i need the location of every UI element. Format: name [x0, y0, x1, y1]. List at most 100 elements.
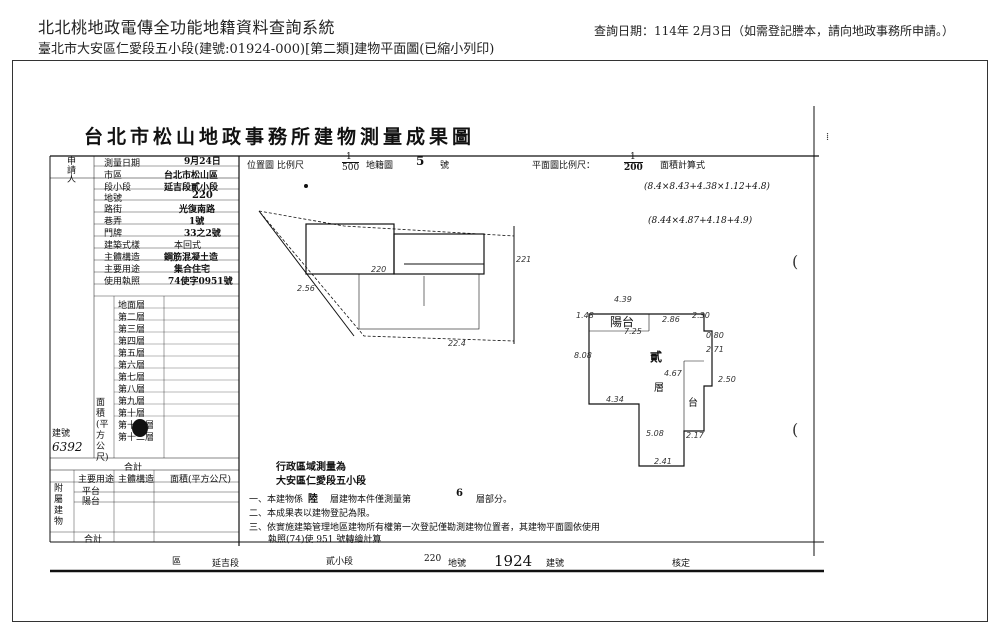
building-type-val: 本回式 — [174, 241, 202, 251]
floor-row: 第十二層 — [118, 433, 155, 443]
structure-label: 主體構造 — [104, 253, 141, 263]
lot-label: 地號 — [104, 194, 123, 204]
survey-date-val: 9月24日 — [184, 157, 221, 167]
plan-dim-4: 2.86 — [662, 315, 680, 324]
plan-dim-3: 7.25 — [624, 327, 642, 336]
plan-right-label: 台 — [688, 396, 698, 409]
plan-scale-den: 200 — [624, 162, 643, 173]
note-1b: 層建物本件僅測量第 — [330, 495, 412, 505]
floor-row: 地面層 — [118, 301, 146, 311]
floor-row: 第七層 — [118, 373, 146, 383]
plan-dim-8: 5.08 — [646, 429, 664, 438]
plan-balcony-label: 陽台 — [610, 314, 634, 329]
building-type-label: 建築式樣 — [104, 241, 141, 251]
main-use-val: 集合住宅 — [174, 265, 211, 275]
plan-dim-9: 2.41 — [654, 457, 672, 466]
site-dim-4: 2.56 — [297, 284, 315, 293]
plan-dim-11: 4.67 — [664, 369, 683, 378]
plan-dim-12: 2.71 — [706, 345, 724, 354]
scan-mark-icon: ⁞ — [826, 130, 830, 143]
query-date: 查詢日期：114年 2月3日（如需登記謄本，請向地政事務所申請。） — [594, 24, 954, 38]
floor-plan — [588, 313, 713, 467]
floor-row: 第十層 — [118, 409, 146, 419]
survey-office-2: 大安區仁愛段五小段 — [276, 476, 366, 487]
district-val: 台北市松山區 — [164, 171, 219, 181]
calc-line-2: (8.44×4.87+4.18+4.9) — [648, 216, 753, 226]
footer-lot-no: 220 — [424, 554, 442, 564]
footer-section: 延吉段 — [212, 559, 240, 569]
floor-row: 第三層 — [118, 325, 146, 335]
scan-title: 台北市松山地政事務所建物測量成果圖 — [84, 126, 476, 148]
note-4: 執照(74)使 951 號轉繪計算 — [268, 535, 382, 545]
area-box-label: 面積(平方公尺) — [96, 398, 109, 463]
plan-dim-7: 4.34 — [606, 395, 624, 404]
road-label: 路街 — [104, 205, 123, 215]
survey-office-1: 行政區域測量為 — [276, 462, 346, 473]
attached-col-2: 主體構造 — [118, 475, 155, 485]
district-label: 市區 — [104, 171, 123, 181]
sheet-suffix: 號 — [440, 161, 450, 171]
footer-bldg-no: 1924 — [494, 552, 533, 570]
plan-dim-14: 2.50 — [718, 375, 736, 384]
floor-row: 第八層 — [118, 385, 146, 395]
plan-floor-label: 貳 — [650, 349, 662, 364]
scan-mark-icon: ( — [792, 420, 799, 439]
survey-plan-drawing: 220 221 22.4 2.56 陽台 貳 層 台 4.39 1.48 7.2… — [49, 106, 824, 573]
floor-row: 第十一層 — [118, 421, 155, 431]
calc-line-1: (8.4×8.43+4.38×1.12+4.8) — [644, 182, 770, 192]
permit-label: 使用執照 — [104, 277, 141, 287]
ink-blot — [132, 419, 148, 437]
note-1c: 層部分。 — [476, 495, 513, 505]
footer-bldg-label: 建號 — [546, 559, 565, 569]
sheet-label: 地籍圖 — [366, 161, 394, 171]
scale-num: 1 — [346, 152, 352, 162]
area-calc-label: 面積計算式 — [660, 161, 706, 171]
door-label: 門牌 — [104, 229, 123, 239]
scan-mark-icon: ( — [792, 252, 799, 271]
plan-dim-6: 8.08 — [574, 351, 592, 360]
note-floor-b: 6 — [456, 488, 463, 499]
applicant-label: 申請人 — [65, 156, 75, 183]
site-plan — [257, 184, 515, 344]
attached-col-3: 面積(平方公尺) — [170, 475, 232, 485]
footer-district: 區 — [172, 557, 182, 567]
note-1a: 一、本建物係 — [249, 495, 304, 505]
permit-val: 74使字0951號 — [168, 277, 233, 287]
plan-scale-num: 1 — [630, 152, 636, 162]
site-dim-3: 22.4 — [448, 339, 466, 348]
structure-val: 鋼筋混凝土造 — [164, 253, 219, 263]
scale-den: 500 — [342, 162, 360, 173]
floor-row: 第四層 — [118, 337, 146, 347]
plan-room-label: 層 — [654, 382, 664, 394]
note-2: 二、本成果表以建物登記為限。 — [249, 509, 376, 519]
sheet-no: 5 — [416, 154, 425, 168]
note-3: 三、依實施建築管理地區建物所有權第一次登記僅勘測建物位置者，其建物平面圖依使用 — [249, 523, 601, 533]
plan-dim-13: 0.80 — [706, 331, 724, 340]
header-subtitle: 臺北市大安區仁愛段五小段(建號:01924-000)[第二類]建物平面圖(已縮小… — [38, 42, 495, 57]
left-table-grid — [50, 156, 239, 542]
survey-date-label: 測量日期 — [104, 159, 141, 169]
floor-row: 第六層 — [118, 361, 146, 371]
scale-label: 位置圖 比例尺 — [247, 161, 304, 171]
plan-dim-1: 4.39 — [614, 295, 632, 304]
door-val: 33之2號 — [184, 229, 221, 239]
site-dim-1: 220 — [371, 265, 386, 274]
attached-row: 陽台 — [82, 497, 101, 507]
scanned-survey-plan: 220 221 22.4 2.56 陽台 貳 層 台 4.39 1.48 7.2… — [44, 86, 834, 580]
header-title: 北北桃地政電傳全功能地籍資料查詢系統 — [38, 18, 336, 37]
floor-row: 第二層 — [118, 313, 146, 323]
footer-checker: 核定 — [672, 559, 691, 569]
plan-dim-2: 1.48 — [576, 311, 594, 320]
section-val: 延吉段貳小段 — [164, 183, 219, 193]
building-no-label: 建號 — [52, 429, 71, 439]
attached-label: 附屬建物 — [54, 484, 64, 527]
main-use-label: 主要用途 — [104, 265, 141, 275]
footer-subsection: 貳小段 — [326, 557, 354, 567]
plan-dim-5: 2.30 — [692, 311, 710, 320]
note-floor-a: 陸 — [308, 494, 318, 505]
plan-scale-label: 平面圖比例尺： — [532, 161, 596, 171]
floor-row: 第五層 — [118, 349, 146, 359]
lane-val: 1號 — [189, 217, 205, 227]
total-label: 合計 — [124, 463, 143, 473]
site-dim-2: 221 — [516, 255, 531, 264]
